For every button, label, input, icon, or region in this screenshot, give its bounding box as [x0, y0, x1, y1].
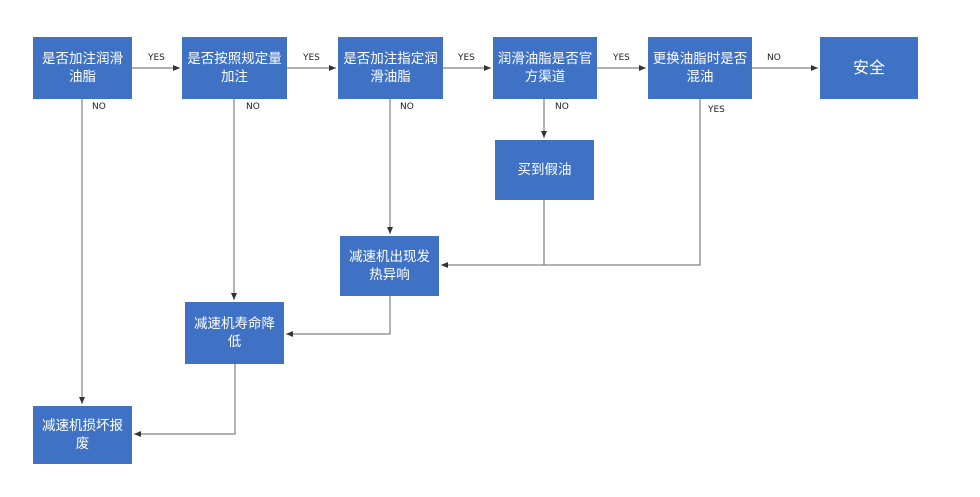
label-yes: YES: [708, 105, 725, 115]
label-yes: YES: [458, 53, 475, 63]
label-no: NO: [246, 102, 260, 112]
node-heat-noise: 减速机出现发热异响: [340, 236, 439, 296]
label-no: NO: [400, 102, 414, 112]
edge-fake-heat: [441, 200, 545, 268]
node-scrapped: 减速机损坏报废: [33, 406, 132, 464]
label-yes: YES: [613, 53, 630, 63]
node-official-channel: 润滑油脂是否官方渠道: [493, 37, 597, 99]
label-no: NO: [555, 102, 569, 112]
node-fake-oil: 买到假油: [495, 140, 594, 200]
node-spec-amount: 是否按照规定量加注: [182, 37, 287, 99]
label-no: NO: [767, 53, 781, 63]
label-yes: YES: [303, 53, 320, 63]
node-mixed-oil: 更换油脂时是否混油: [648, 37, 752, 99]
edge-n5-heat: [544, 99, 701, 266]
node-life-reduced: 减速机寿命降低: [185, 302, 284, 364]
node-safe: 安全: [820, 37, 918, 99]
label-yes: YES: [148, 53, 165, 63]
edge-heat-life: [286, 296, 391, 337]
node-add-grease: 是否加注润滑油脂: [33, 37, 132, 99]
label-no: NO: [92, 102, 106, 112]
edge-life-scrap: [134, 364, 236, 437]
node-spec-grease: 是否加注指定润滑油脂: [338, 37, 443, 99]
